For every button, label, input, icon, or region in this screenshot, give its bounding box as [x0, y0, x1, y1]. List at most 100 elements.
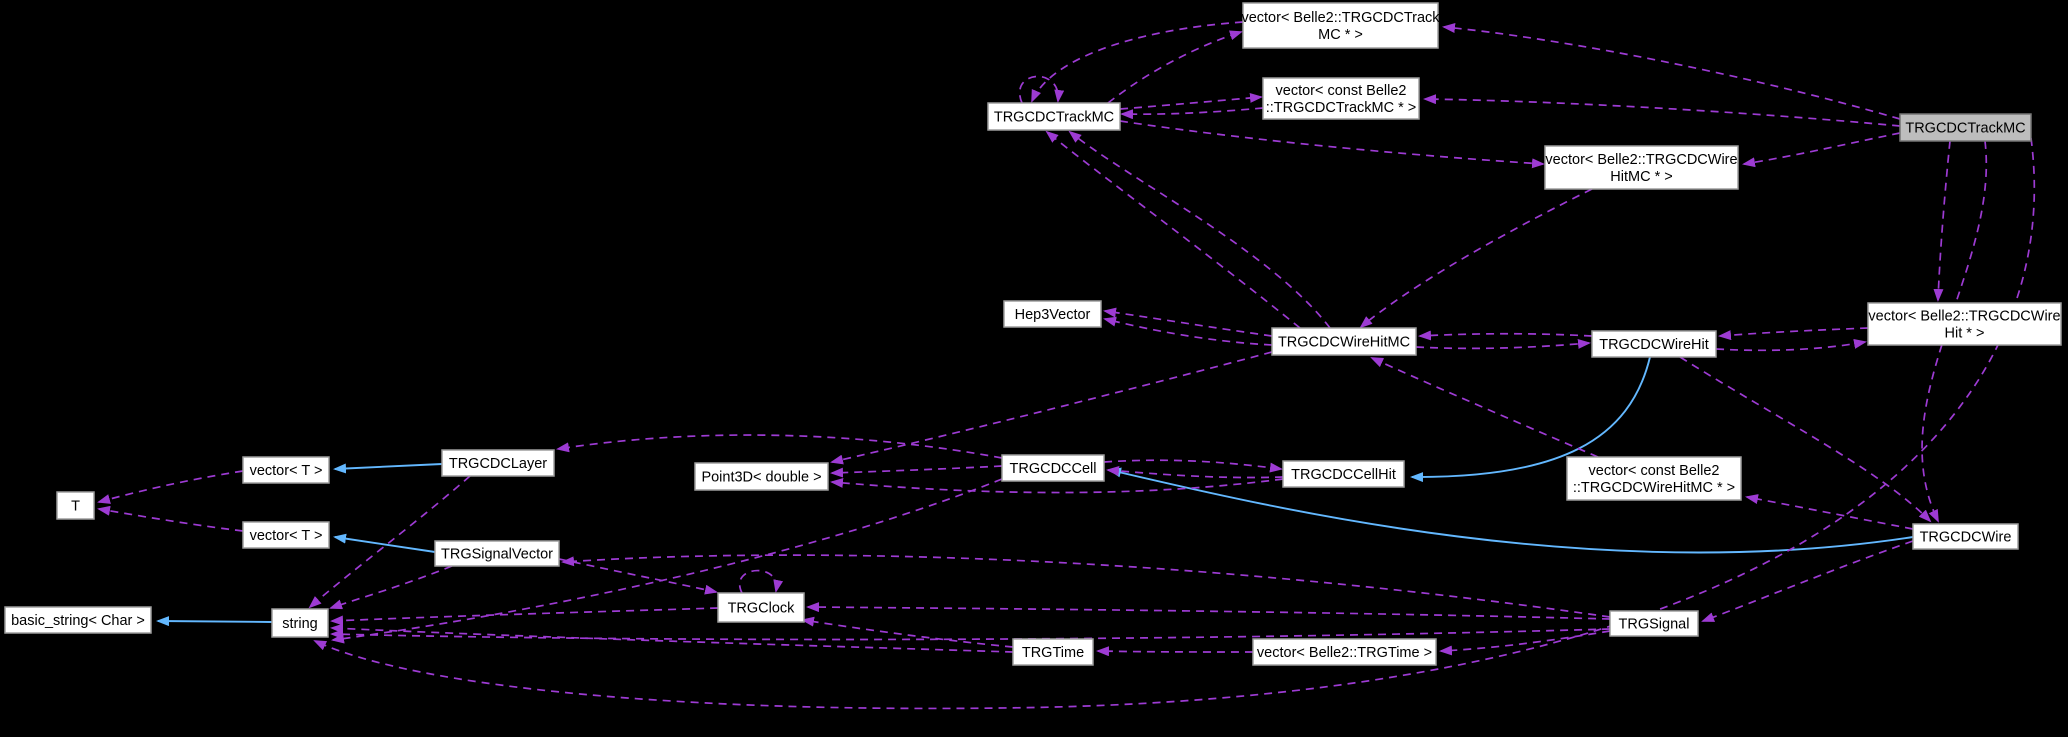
edge-signal-clock-usage — [806, 602, 1611, 620]
edge-signalvector-vec_t2-inheritance — [333, 533, 436, 553]
edge-vec_wirehitmc-wirehitmc-usage — [1359, 188, 1593, 329]
edge-wire-cell-inheritance — [1108, 467, 1914, 554]
node-layer[interactable]: TRGCDCLayer — [441, 449, 555, 477]
node-label-point3d: Point3D< double > — [701, 470, 821, 486]
edge-layer-vec_t1-inheritance — [333, 463, 443, 474]
edge-signal-string-usage — [330, 628, 1611, 641]
node-label-vec_time: vector< Belle2::TRGTime > — [1257, 645, 1432, 661]
edge-vec_t1-t-usage — [97, 470, 244, 504]
node-hep3vector[interactable]: Hep3Vector — [1003, 300, 1102, 328]
node-signalvector[interactable]: TRGSignalVector — [434, 540, 560, 567]
node-wirehit[interactable]: TRGCDCWireHit — [1591, 330, 1717, 358]
edge-vec_t2-t-usage — [97, 505, 244, 532]
edge-vec_const_wirehitmc-wirehitmc-usage — [1370, 357, 1599, 458]
edge-signal-signalvector-usage — [561, 554, 1611, 618]
edge-cell-string-usage — [331, 478, 1003, 644]
edge-trackmc_main-string-usage — [313, 137, 2036, 710]
node-label-hep3vector: Hep3Vector — [1015, 307, 1091, 323]
edge-string-basic_string-inheritance — [156, 616, 273, 627]
node-label-wirehitmc: TRGCDCWireHitMC — [1278, 335, 1410, 351]
edge-vec_const_trackmc-trackmc-usage — [1120, 107, 1264, 120]
node-label-signal: TRGSignal — [1619, 617, 1690, 633]
edge-vec_trackmc-trackmc-usage — [1031, 21, 1244, 103]
edge-time-string-usage — [330, 623, 1014, 653]
node-label-basic_string: basic_string< Char > — [11, 613, 145, 629]
edge-trackmc_main-vec_trackmc-usage — [1442, 23, 1901, 120]
node-trackmc_main[interactable]: TRGCDCTrackMC — [1899, 113, 2032, 142]
edge-clock-string-usage — [330, 607, 719, 626]
edge-trackmc_main-vec_wirehit-usage — [1933, 140, 1951, 302]
edge-wire-vec_const_wirehitmc-usage — [1745, 494, 1914, 530]
node-cell[interactable]: TRGCDCCell — [1001, 454, 1105, 482]
edge-vec_time-time-usage — [1096, 646, 1254, 657]
node-clock[interactable]: TRGClock — [717, 592, 805, 623]
edge-wire-signal-usage — [1701, 540, 1914, 622]
node-vec_const_wirehitmc[interactable]: vector< const Belle2::TRGCDCWireHitMC * … — [1566, 456, 1742, 501]
edge-wirehitmc-hep3vector-usage — [1103, 307, 1273, 337]
node-label-string: string — [282, 616, 317, 632]
edge-wirehitmc-wirehit-usage — [1415, 338, 1591, 350]
edge-wirehitmc-trackmc-usage — [1068, 130, 1331, 329]
node-label-vec_t2: vector< T > — [250, 528, 323, 544]
node-vec_t1[interactable]: vector< T > — [242, 456, 330, 484]
edge-signal-vec_time-usage — [1439, 630, 1611, 656]
edge-wirehitmc-trackmc-usage — [1045, 130, 1301, 329]
edge-layer-string-usage — [308, 475, 471, 609]
node-label-wirehit: TRGCDCWireHit — [1599, 337, 1709, 353]
edge-wirehit-wire-usage — [1679, 356, 1932, 523]
node-label-trackmc: TRGCDCTrackMC — [994, 110, 1114, 126]
node-wire[interactable]: TRGCDCWire — [1912, 523, 2019, 550]
edge-cell-point3d-usage — [830, 465, 1003, 478]
edge-trackmc-vec_wirehitmc-usage — [1119, 120, 1545, 169]
node-label-cell: TRGCDCCell — [1010, 461, 1097, 477]
node-label-wire: TRGCDCWire — [1920, 530, 2012, 546]
edge-cellhit-point3d-usage — [830, 477, 1284, 494]
edge-wirehitmc-hep3vector-usage — [1103, 316, 1273, 346]
node-wirehitmc[interactable]: TRGCDCWireHitMC — [1271, 327, 1417, 356]
edge-time-clock-usage — [801, 616, 1014, 648]
node-trackmc[interactable]: TRGCDCTrackMC — [987, 102, 1121, 131]
node-label-layer: TRGCDCLayer — [449, 456, 547, 472]
node-basic_string[interactable]: basic_string< Char > — [4, 606, 152, 634]
node-label-cellhit: TRGCDCCellHit — [1291, 467, 1396, 483]
node-label-trackmc_main: TRGCDCTrackMC — [1905, 121, 2025, 137]
edge-wirehit-vec_wirehit-usage — [1715, 339, 1867, 352]
node-point3d[interactable]: Point3D< double > — [694, 462, 829, 491]
node-label-vec_const_wirehitmc: vector< const Belle2::TRGCDCWireHitMC * … — [1573, 463, 1735, 496]
edge-trackmc-trackmc-usage — [1018, 75, 1065, 104]
node-label-vec_const_trackmc: vector< const Belle2::TRGCDCTrackMC * > — [1266, 83, 1417, 116]
node-vec_time[interactable]: vector< Belle2::TRGTime > — [1252, 638, 1437, 666]
edge-trackmc-vec_const_trackmc-usage — [1119, 92, 1263, 110]
node-vec_t2[interactable]: vector< T > — [242, 521, 330, 549]
edge-signalvector-clock-usage — [558, 558, 718, 595]
edge-trackmc-vec_trackmc-usage — [1107, 30, 1243, 104]
node-label-signalvector: TRGSignalVector — [441, 547, 553, 563]
node-cellhit[interactable]: TRGCDCCellHit — [1282, 460, 1405, 488]
edge-vec_wirehit-wirehit-usage — [1718, 327, 1869, 341]
edge-cellhit-cell-usage — [1106, 465, 1284, 479]
node-label-vec_t1: vector< T > — [250, 463, 323, 479]
node-label-time: TRGTime — [1022, 645, 1084, 661]
edge-clock-clock-usage — [738, 569, 784, 594]
edge-cell-layer-usage — [556, 434, 1003, 459]
node-label-t: T — [71, 499, 80, 515]
edge-signalvector-string-usage — [329, 565, 453, 610]
node-string[interactable]: string — [271, 608, 329, 638]
node-signal[interactable]: TRGSignal — [1609, 610, 1699, 637]
edge-trackmc_main-vec_wirehitmc-usage — [1742, 132, 1901, 168]
edge-cell-cellhit-usage — [1103, 459, 1283, 473]
node-t[interactable]: T — [56, 491, 95, 520]
edge-wirehit-wirehitmc-usage — [1418, 330, 1593, 341]
node-vec_const_trackmc[interactable]: vector< const Belle2::TRGCDCTrackMC * > — [1262, 77, 1420, 120]
edge-trackmc_main-vec_const_trackmc-usage — [1423, 94, 1901, 127]
node-time[interactable]: TRGTime — [1012, 638, 1094, 666]
node-label-clock: TRGClock — [728, 601, 796, 617]
